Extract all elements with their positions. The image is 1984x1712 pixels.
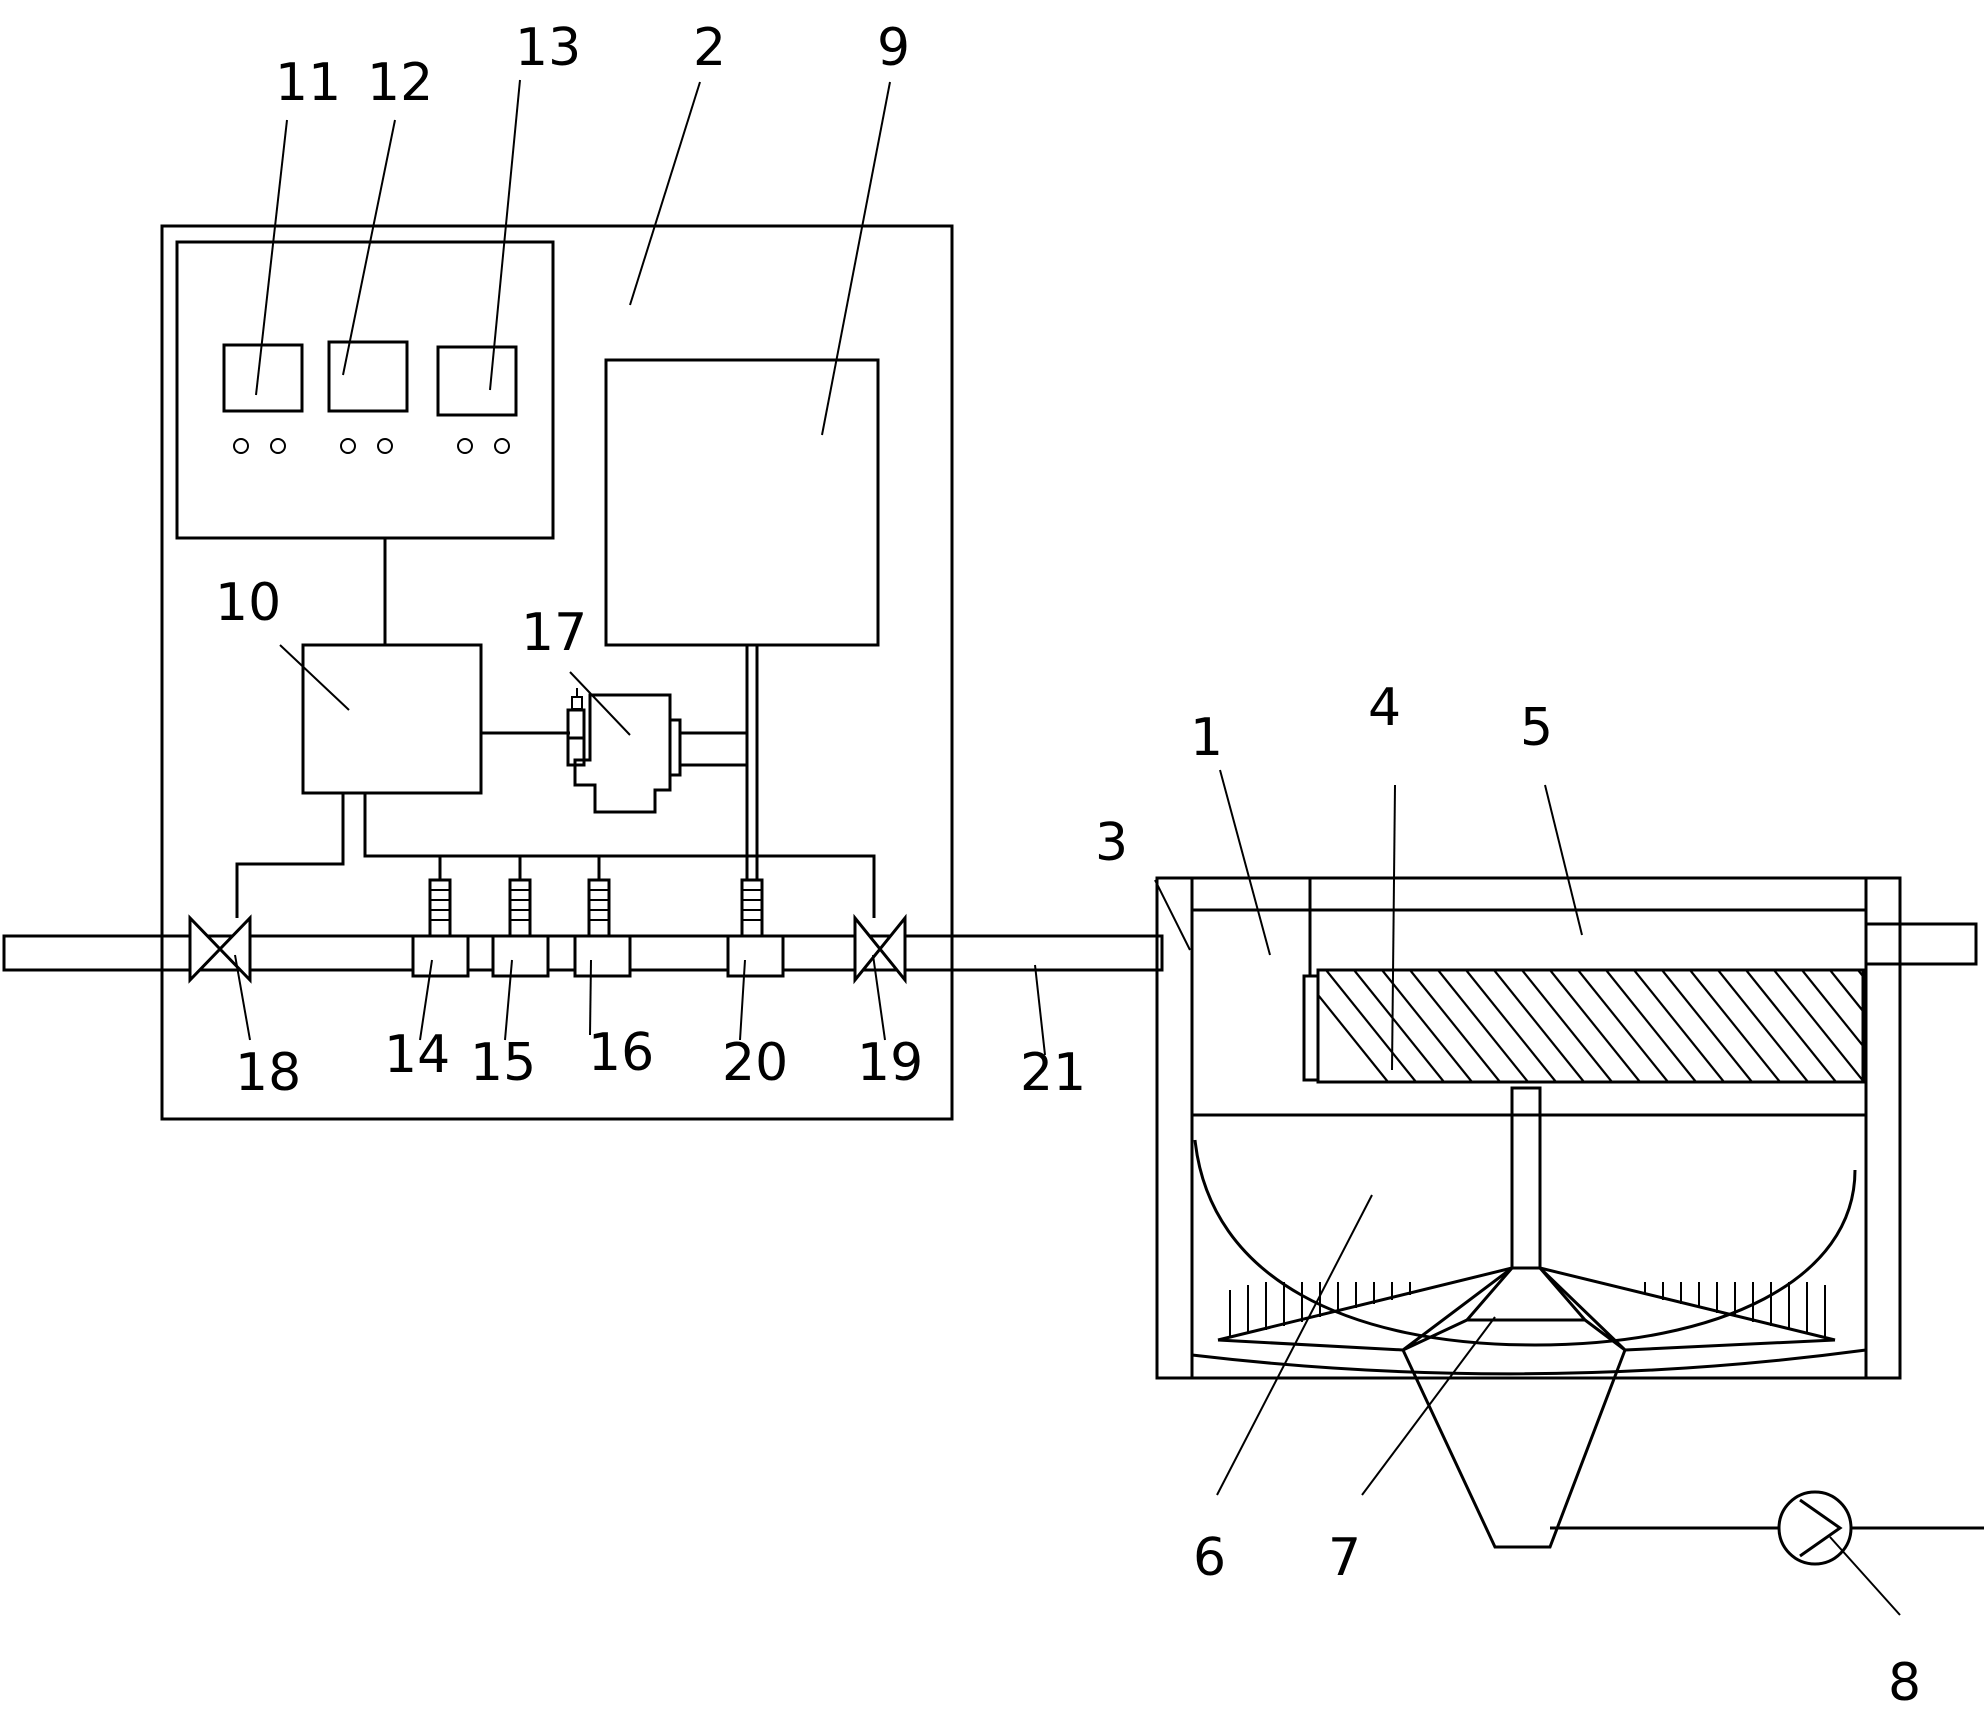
sensors — [411, 878, 785, 978]
treatment-tank — [1155, 876, 1978, 1549]
label-9: 9 — [877, 18, 910, 78]
label-16: 16 — [588, 1023, 654, 1083]
label-1: 1 — [1190, 708, 1223, 768]
sensor-20 — [726, 934, 785, 978]
meter-12 — [327, 340, 409, 413]
label-2: 2 — [693, 18, 726, 78]
label-8: 8 — [1888, 1653, 1921, 1712]
label-11: 11 — [275, 53, 341, 113]
label-21: 21 — [1020, 1043, 1086, 1103]
sensor-16 — [573, 934, 632, 978]
knob-icon — [233, 438, 510, 454]
label-18: 18 — [235, 1043, 301, 1103]
valve-icon — [188, 913, 907, 985]
controller-box-10 — [301, 643, 483, 795]
label-19: 19 — [857, 1033, 923, 1093]
leader-lines — [234, 79, 1901, 1616]
label-20: 20 — [722, 1033, 788, 1093]
valve-19 — [853, 913, 907, 985]
outlet-pipe — [1864, 922, 1978, 966]
label-13: 13 — [515, 18, 581, 78]
sensor-15 — [491, 934, 550, 978]
control-cabinet — [160, 224, 954, 1121]
pump-icon — [1777, 1490, 1853, 1566]
label-10: 10 — [215, 573, 281, 633]
label-3: 3 — [1095, 813, 1128, 873]
label-15: 15 — [470, 1033, 536, 1093]
label-5: 5 — [1520, 698, 1553, 758]
device-17 — [566, 688, 682, 814]
label-17: 17 — [521, 603, 587, 663]
box-9 — [604, 358, 880, 647]
valve-18 — [188, 914, 252, 984]
coil-icon — [428, 878, 764, 938]
meter-11 — [222, 343, 304, 413]
label-7: 7 — [1328, 1528, 1361, 1588]
sensor-14 — [411, 934, 470, 978]
label-4: 4 — [1368, 678, 1401, 738]
discharge-line — [1550, 1490, 1984, 1566]
meter-13 — [436, 345, 518, 417]
label-14: 14 — [384, 1025, 450, 1085]
wiring — [235, 538, 876, 918]
label-6: 6 — [1193, 1528, 1226, 1588]
label-12: 12 — [367, 53, 433, 113]
filter-media — [1302, 968, 1865, 1084]
part-labels: 2 9 11 12 13 10 17 1 4 5 3 18 14 15 16 2… — [215, 18, 1921, 1712]
scraper-bristles — [1229, 1282, 1826, 1337]
instrument-panel — [175, 240, 555, 540]
